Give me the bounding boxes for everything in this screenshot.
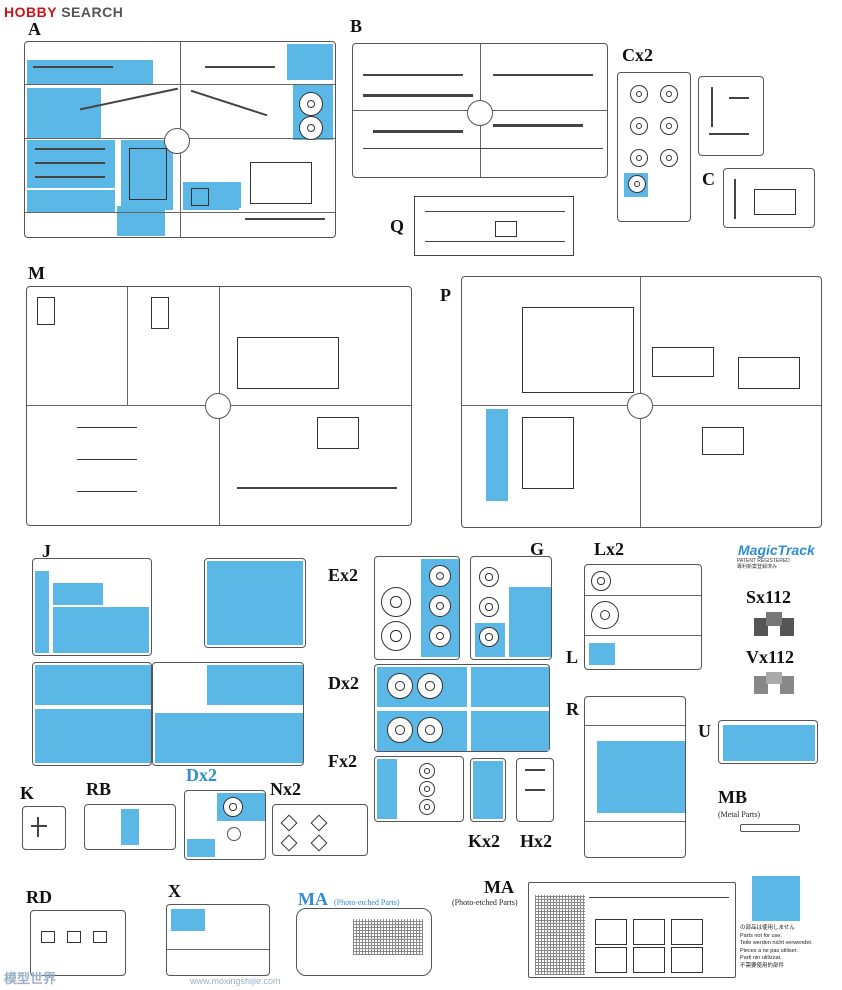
sprue-label-ex2: Ex2 (328, 565, 359, 585)
sprue-m (26, 286, 412, 526)
sprue-subtitle-ma-blue: (Photo-etched Parts) (334, 898, 400, 907)
sprue-label-ma-blue: MA (298, 889, 328, 909)
sprue-u (718, 720, 818, 764)
sprue-label-lx2: Lx2 (594, 539, 625, 559)
sprue-label-m: M (28, 263, 45, 283)
sprue-label-l: L (566, 647, 579, 667)
sprue-cx2 (617, 72, 691, 222)
site-logo: HOBBY SEARCH (4, 4, 124, 20)
sprue-c-upper (698, 76, 764, 156)
sprue-dx2-small (184, 790, 266, 860)
watermark-logo: 模型世界 (4, 971, 57, 986)
sprue-label-dx2: Dx2 (328, 673, 359, 693)
sprue-label-j: J (42, 541, 51, 561)
sprue-label-r: R (566, 699, 579, 719)
sprue-label-p: P (440, 285, 451, 305)
magic-track-logo: MagicTrack (738, 542, 815, 558)
sprue-label-c: C (702, 169, 715, 189)
photo-etch-ma-small (296, 908, 432, 976)
sprue-ex2 (374, 556, 460, 660)
hull-part-q (414, 196, 574, 256)
sprue-k (22, 806, 66, 850)
sprue-b (352, 43, 608, 178)
sprue-lx2 (584, 564, 702, 670)
sprue-j-upper-left (32, 558, 152, 656)
sprue-label-ma: MA (484, 877, 514, 897)
sprue-kx2 (470, 758, 506, 822)
sprue-label-g: G (530, 539, 545, 559)
sprue-a (24, 41, 336, 238)
legend-swatch (752, 876, 800, 921)
sprue-p (461, 276, 822, 528)
photo-etch-ma-large (528, 882, 736, 978)
sprue-label-rd: RD (26, 887, 52, 907)
sprue-j-lower-left (32, 662, 152, 766)
sprue-subtitle-mb: (Metal Parts) (718, 810, 760, 819)
sprue-nx2 (272, 804, 368, 856)
sprue-label-q: Q (390, 216, 405, 236)
sprue-label-dx2-blue: Dx2 (186, 765, 217, 785)
metal-part-mb (740, 824, 800, 832)
legend-text: の部品は使用しません Parts not for use. Teile werd… (740, 925, 813, 969)
watermark-url: www.moxingshijie.com (190, 976, 281, 986)
sprue-subtitle-ma: (Photo-etched Parts) (452, 898, 518, 907)
sprue-j-lower-right (152, 662, 304, 766)
sprue-dx2-main (374, 664, 550, 752)
sprue-r (584, 696, 686, 858)
sprue-g (470, 556, 552, 660)
sprue-label-u: U (698, 721, 711, 741)
sprue-fx2 (374, 756, 464, 822)
sprue-x (166, 904, 270, 976)
sprue-j-upper-right (204, 558, 306, 648)
sprue-label-b: B (350, 16, 363, 36)
sprue-label-vx112: Vx112 (746, 647, 795, 667)
sprue-label-x: X (168, 881, 181, 901)
sprue-hx2 (516, 758, 554, 822)
sprue-c (723, 168, 815, 228)
track-link-sx-icon (754, 612, 794, 636)
sprue-label-kx2: Kx2 (468, 831, 501, 851)
sprue-label-rb: RB (86, 779, 112, 799)
sprue-label-cx2: Cx2 (622, 45, 653, 65)
track-link-vx-icon (754, 672, 794, 694)
sprue-label-k: K (20, 783, 35, 803)
sprue-label-sx112: Sx112 (746, 587, 792, 607)
sprue-label-fx2: Fx2 (328, 751, 357, 771)
sprue-rd (30, 910, 126, 976)
sprue-rb (84, 804, 176, 850)
sprue-label-a: A (28, 19, 41, 39)
sprue-label-hx2: Hx2 (520, 831, 553, 851)
sprue-label-mb: MB (718, 787, 747, 807)
sprue-label-nx2: Nx2 (270, 779, 301, 799)
